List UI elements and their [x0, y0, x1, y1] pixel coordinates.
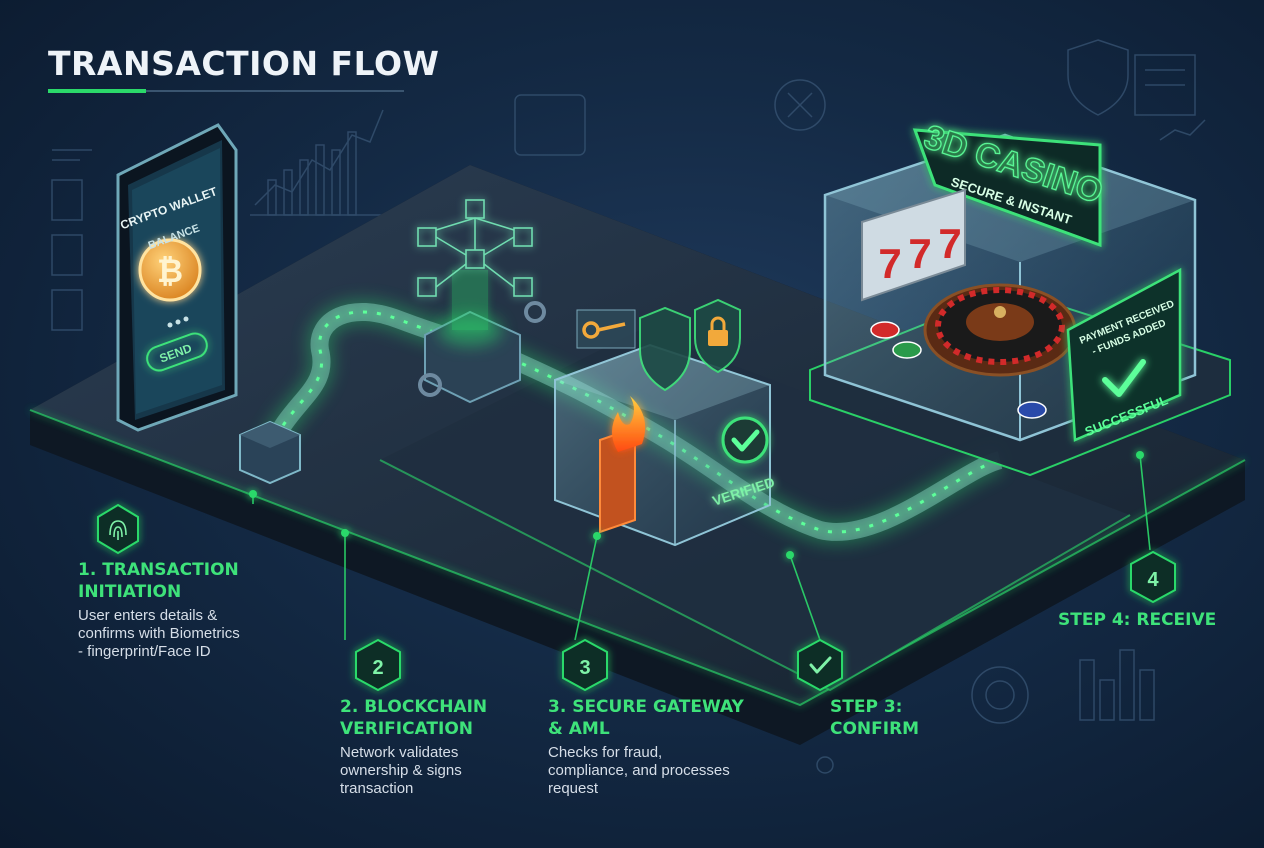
connector-dot — [593, 532, 601, 540]
key-icon — [576, 309, 636, 349]
svg-text:7: 7 — [938, 220, 961, 267]
step-confirm-label: STEP 3: CONFIRM — [830, 696, 950, 740]
gear-icon — [524, 301, 546, 323]
step-marker-3: 3 — [562, 638, 608, 692]
connector-dot — [341, 529, 349, 537]
slot-machine: 7 7 7 — [861, 188, 966, 302]
step-2-title: 2. BLOCKCHAIN VERIFICATION — [340, 697, 488, 739]
step-marker-confirm — [797, 638, 843, 692]
blockchain-node — [417, 199, 546, 404]
svg-text:7: 7 — [878, 240, 901, 287]
step-2-label: 2. BLOCKCHAIN VERIFICATION Network valid… — [340, 696, 540, 798]
step-1-description: User enters details & confirms with Biom… — [78, 607, 240, 660]
shield-icon — [639, 306, 691, 392]
svg-text:4: 4 — [1147, 569, 1159, 591]
step-marker-1 — [97, 503, 139, 555]
title-underline-accent — [48, 89, 146, 93]
step-3-label: 3. SECURE GATEWAY & AML Checks for fraud… — [548, 696, 768, 798]
start-node — [239, 420, 301, 485]
connector-dot — [786, 551, 794, 559]
fingerprint-icon — [109, 520, 127, 540]
step-connectors — [252, 454, 1151, 641]
verified-check-icon — [721, 416, 769, 464]
step-4-title: STEP 4: RECEIVE — [1058, 610, 1217, 630]
step-3-description: Checks for fraud, compliance, and proces… — [548, 744, 730, 797]
step-marker-2: 2 — [355, 638, 401, 692]
svg-text:3: 3 — [579, 657, 590, 679]
title-underline — [48, 90, 404, 92]
step-3-title: 3. SECURE GATEWAY & AML — [548, 697, 744, 739]
send-button — [146, 332, 208, 372]
svg-text:7: 7 — [908, 230, 931, 277]
step-confirm-title: STEP 3: CONFIRM — [830, 697, 920, 739]
background-hud — [51, 39, 1206, 774]
check-icon — [809, 656, 832, 674]
page-title: TRANSACTION FLOW — [48, 44, 440, 83]
step-2-description: Network validates ownership & signs tran… — [340, 744, 462, 797]
lock-icon — [708, 330, 728, 346]
bitcoin-icon — [138, 238, 202, 302]
svg-text:2: 2 — [372, 657, 383, 679]
step-1-label: 1. TRANSACTION INITIATION User enters de… — [78, 559, 298, 661]
secure-gateway: VERIFIED — [554, 298, 777, 547]
transaction-pipe — [257, 299, 1004, 545]
step-4-label: STEP 4: RECEIVE — [1058, 609, 1238, 631]
crypto-wallet-phone: ₿ CRYPTO WALLET BALANCE SEND — [116, 123, 238, 432]
gear-icon — [418, 373, 442, 397]
roulette-wheel — [923, 283, 1077, 377]
step-marker-4: 4 — [1130, 550, 1176, 604]
svg-text:₿: ₿ — [157, 253, 183, 289]
fire-icon — [612, 396, 646, 452]
casino-chips — [870, 321, 1047, 419]
step-1-title: 1. TRANSACTION INITIATION — [78, 560, 239, 602]
success-check-icon — [1102, 359, 1146, 397]
connector-dot — [1136, 451, 1144, 459]
casino-building: 3D CASINO SECURE & INSTANT 7 7 7 PAYMENT… — [809, 117, 1231, 477]
casino-sign — [912, 128, 1102, 248]
connector-dot — [249, 490, 257, 498]
